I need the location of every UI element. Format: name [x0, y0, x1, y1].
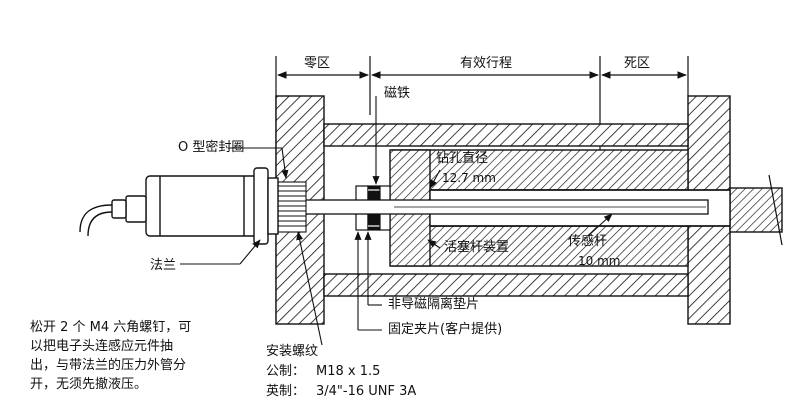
thread-metric-value: M18 x 1.5	[316, 364, 381, 379]
o-ring-label: O 型密封圈	[178, 140, 245, 155]
retaining-clip-label: 固定夹片(客户提供)	[388, 322, 503, 337]
thread-title: 安装螺纹	[266, 344, 319, 359]
leader-lines	[180, 96, 613, 346]
thread-metric-label: 公制：	[266, 364, 306, 379]
nonmagnetic-spacer-label: 非导磁隔离垫片	[388, 297, 480, 312]
thread-imperial-value: 3/4"-16 UNF 3A	[316, 384, 417, 399]
electronics-head	[79, 167, 279, 245]
dead-zone-label: 死区	[624, 56, 651, 71]
mounting-thread	[277, 181, 307, 233]
effective-stroke-label: 有效行程	[460, 56, 513, 71]
piston-rod-assembly-label: 活塞杆装置	[444, 240, 510, 255]
magnet-label: 磁铁	[384, 86, 411, 101]
bore-diameter-value: 12.7 mm	[442, 171, 496, 185]
removal-note: 松开 2 个 M4 六角螺钉，可 以把电子头连感应元件抽 出，与带法兰的压力外管…	[30, 320, 192, 392]
bore-diameter-label: 钻孔直径	[436, 151, 489, 166]
zero-zone-label: 零区	[304, 56, 331, 71]
sensor-rod-value: 10 mm	[578, 254, 621, 268]
sensor-rod	[295, 199, 709, 215]
thread-imperial-label: 英制：	[266, 384, 306, 399]
flange-label: 法兰	[150, 258, 177, 273]
sensor-rod-label: 传感杆	[568, 234, 608, 249]
